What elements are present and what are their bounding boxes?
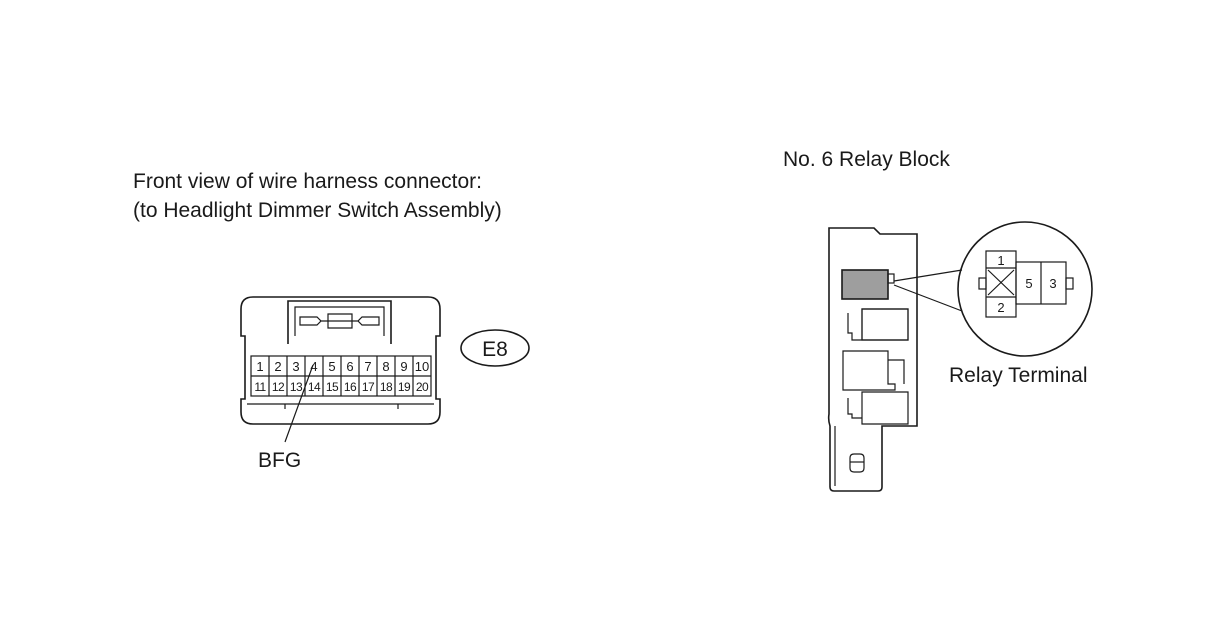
pin-label: 14	[308, 380, 321, 394]
relay-socket-highlighted	[841, 269, 889, 300]
pin-label: 10	[415, 359, 429, 374]
connector-caption-line1: Front view of wire harness connector:	[133, 170, 482, 193]
connector-housing	[240, 296, 441, 425]
zoom-line-top	[893, 269, 963, 282]
pin-label: 16	[344, 380, 357, 394]
pin-label: 18	[380, 380, 393, 394]
pin-label: 11	[254, 380, 266, 394]
pin-label: 3	[292, 359, 299, 374]
pin-label: 12	[272, 380, 285, 394]
terminal-x-line-2	[987, 269, 1015, 296]
pin-label: 17	[362, 380, 375, 394]
pin-label: 1	[256, 359, 263, 374]
connector-latch-inner	[294, 306, 385, 336]
pin-label: 9	[400, 359, 407, 374]
pin-label: 7	[364, 359, 371, 374]
terminal-3-label: 3	[1049, 276, 1056, 291]
terminal-key-right	[1065, 277, 1074, 290]
pin-label: 15	[326, 380, 339, 394]
relay-block-title: No. 6 Relay Block	[783, 148, 950, 171]
pin-label: 5	[328, 359, 335, 374]
relay-terminal-detail: 1 2 5 3	[957, 221, 1093, 357]
relay-socket-2-box	[861, 308, 909, 341]
pin-label: 20	[416, 380, 429, 394]
relay-socket-4	[847, 391, 909, 425]
terminal-key-left	[978, 277, 987, 290]
pin-label: 2	[274, 359, 281, 374]
relay-socket-3-side	[888, 359, 905, 384]
bfg-leader-line	[284, 364, 314, 443]
relay-socket-tab	[887, 273, 895, 284]
connector-caption-line2: (to Headlight Dimmer Switch Assembly)	[133, 199, 502, 222]
pin-label: 4	[310, 359, 317, 374]
relay-terminal-circle	[957, 221, 1093, 357]
pin-label: 6	[346, 359, 353, 374]
pin-row-bottom: 11 12 13 14 15 16 17 18 19 20	[254, 380, 429, 394]
pin-label: 8	[382, 359, 389, 374]
mount-hole	[849, 453, 865, 473]
relay-block-body	[827, 227, 918, 492]
bfg-label: BFG	[258, 449, 301, 472]
connector-code-text: E8	[482, 338, 508, 361]
relay-terminal-label: Relay Terminal	[949, 364, 1088, 387]
connector-latch-tab	[299, 313, 380, 329]
terminal-5-label: 5	[1025, 276, 1032, 291]
zoom-line-bottom	[893, 284, 963, 312]
terminal-2-label: 2	[997, 300, 1004, 315]
pin-label: 13	[290, 380, 303, 394]
connector-code-badge: E8	[460, 329, 530, 367]
relay-block	[827, 227, 918, 492]
connector-code-oval	[460, 329, 530, 367]
connector-latch	[287, 300, 392, 344]
terminal-1-label: 1	[997, 253, 1004, 268]
relay-socket-3	[842, 350, 896, 391]
pin-label: 19	[398, 380, 411, 394]
relay-socket-2	[847, 308, 909, 341]
pin-grid-columns	[268, 356, 414, 396]
